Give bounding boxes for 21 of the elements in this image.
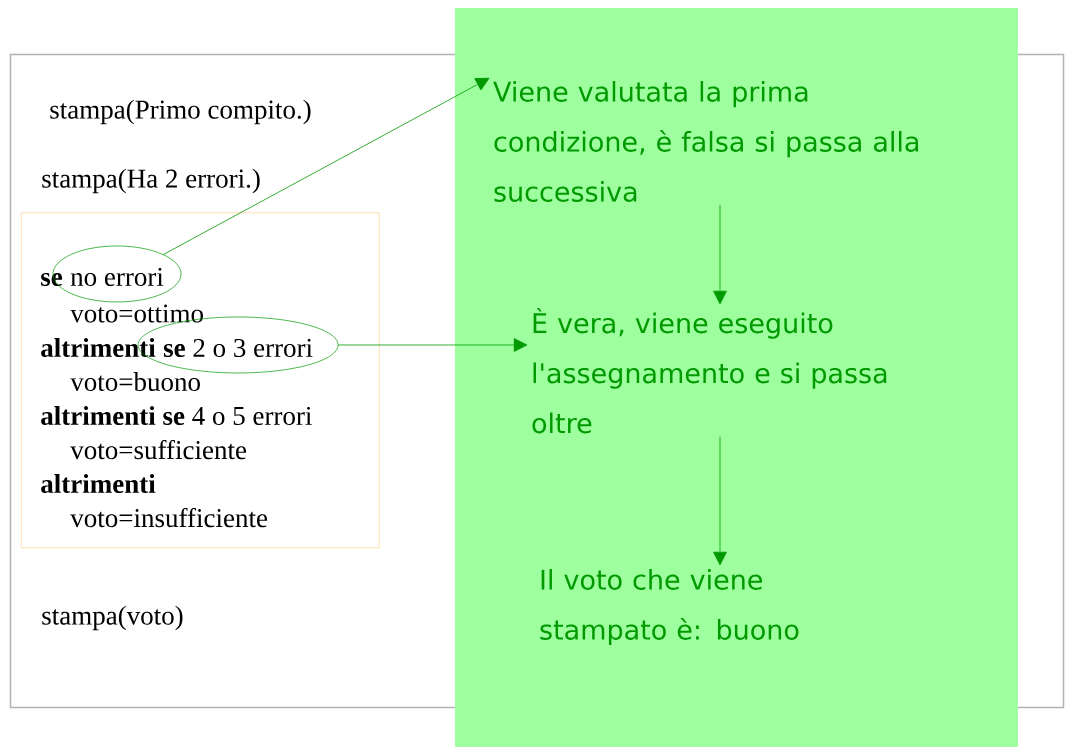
code-line: voto=insufficiente bbox=[70, 507, 268, 528]
arrow bbox=[713, 436, 727, 566]
code-line: voto=buono bbox=[70, 372, 200, 392]
arrow bbox=[162, 77, 490, 256]
code-line: stampa(Ha 2 errori.) bbox=[42, 168, 260, 194]
circled-text: no errori bbox=[70, 267, 164, 287]
note-text: È vera, viene eseguito l'assegnamento e si passa oltre bbox=[532, 308, 887, 434]
note-panel bbox=[455, 8, 1018, 747]
code-line: altrimenti se 4 o 5 errori bbox=[41, 406, 312, 426]
circled-text: se 2 o 3 errori bbox=[163, 338, 313, 358]
code-line: altrimenti bbox=[41, 474, 156, 494]
arrow bbox=[337, 338, 528, 352]
note-text: Viene valutata la prima condizione, è falsa si passa alla successiva bbox=[493, 81, 919, 202]
code-line: se bbox=[41, 273, 63, 287]
code-line: voto=ottimo bbox=[70, 304, 203, 323]
note-text: Il voto che viene stampato è: buono bbox=[540, 569, 799, 646]
arrow bbox=[713, 204, 727, 305]
code-line: stampa(Primo compito.) bbox=[50, 99, 311, 125]
code-line: stampa(voto) bbox=[42, 605, 183, 631]
code-line: voto=sufficiente bbox=[70, 439, 247, 460]
code-line: altrimenti bbox=[41, 338, 156, 358]
